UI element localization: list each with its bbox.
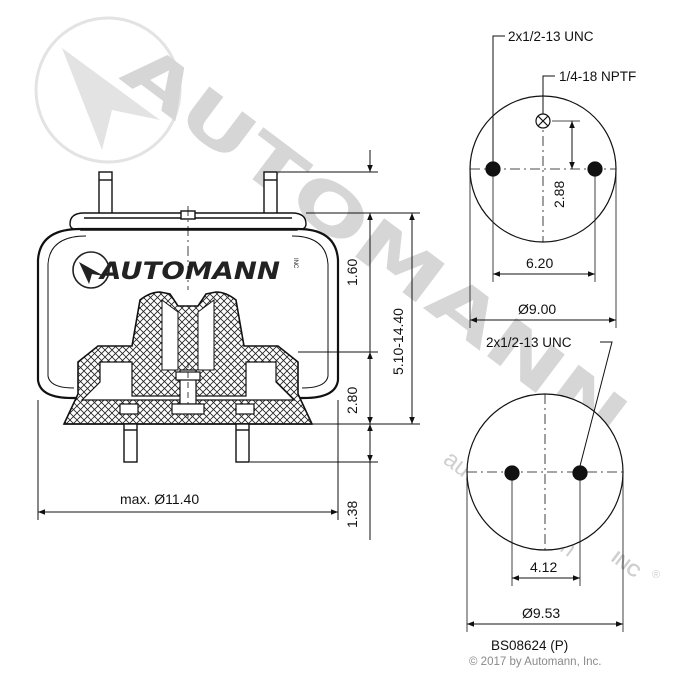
dim-top-height: 1.60 [344, 259, 360, 286]
bellows-logo: AUTOMANN INC [72, 251, 298, 289]
dim-overall-height: 5.10-14.40 [390, 308, 406, 375]
top-dim-stud-spacing: 6.20 [526, 255, 553, 271]
side-view: AUTOMANN INC [36, 171, 340, 463]
top-stud-hole-right [587, 161, 603, 177]
top-plate-view [469, 35, 617, 328]
bottom-stud-right [235, 423, 250, 463]
air-fitting-callout: 1/4-18 NPTF [559, 69, 636, 84]
bottom-stud-hole-left [504, 465, 520, 481]
piston [62, 291, 314, 425]
logo-suffix: INC [292, 258, 298, 269]
dim-stud-length: 1.38 [344, 501, 360, 528]
copyright: © 2017 by Automann, Inc. [469, 656, 602, 668]
bottom-plate-view [466, 341, 624, 632]
watermark-emblem-icon [34, 16, 182, 164]
bottom-dim-diameter: Ø9.53 [522, 605, 560, 621]
watermark-registered: ® [652, 569, 660, 581]
bottom-dim-stud-spacing: 4.12 [530, 559, 557, 575]
side-view-dimensions [37, 150, 420, 540]
air-fitting-icon [535, 113, 551, 129]
top-stud-hole-left [485, 161, 501, 177]
bottom-stud-callout: 2x1/2-13 UNC [486, 335, 572, 350]
top-stud-right [263, 171, 278, 219]
top-stud-left [98, 171, 113, 219]
top-dim-diameter: Ø9.00 [518, 301, 556, 317]
top-dim-offset: 2.88 [551, 181, 567, 208]
dim-piston-height: 2.80 [344, 387, 360, 414]
dim-max-diameter: max. Ø11.40 [120, 491, 199, 507]
bottom-stud-hole-right [572, 465, 588, 481]
logo-brand: AUTOMANN [98, 257, 280, 285]
top-stud-callout: 2x1/2-13 UNC [508, 29, 594, 44]
part-number: BS08624 (P) [491, 638, 568, 653]
bottom-stud-left [123, 423, 138, 463]
watermark-suffix: INC [608, 547, 645, 582]
